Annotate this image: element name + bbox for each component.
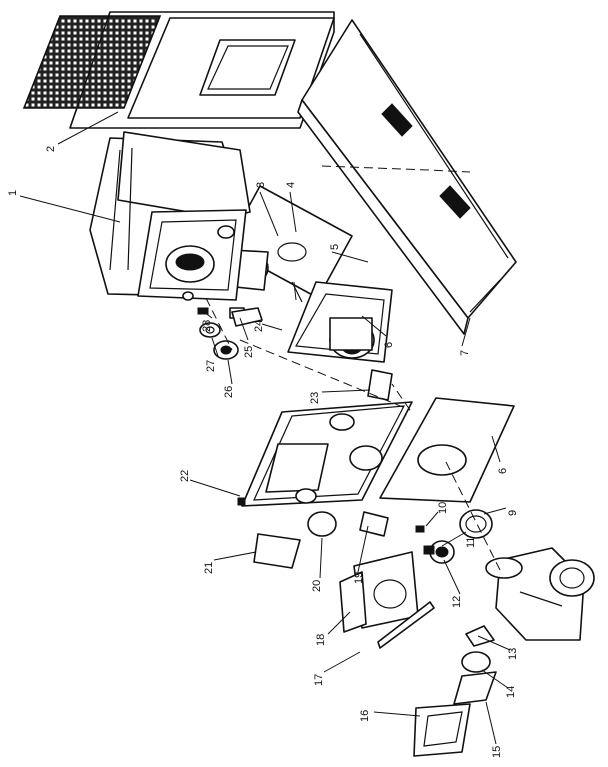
callout-10: 10 — [437, 502, 449, 514]
callout-6-upper: 6 — [383, 342, 395, 348]
callout-22: 22 — [179, 470, 191, 482]
callout-2: 2 — [45, 146, 57, 152]
callout-19: 19 — [353, 572, 365, 584]
callout-12: 12 — [451, 596, 463, 608]
callout-23: 23 — [309, 392, 321, 404]
filter-grille — [22, 15, 162, 109]
callout-13: 13 — [507, 648, 519, 660]
callout-3: 3 — [255, 182, 267, 188]
inducer-panel-part — [287, 281, 393, 363]
right-panel-part — [379, 397, 515, 503]
callout-20: 20 — [311, 580, 323, 592]
callout-16: 16 — [359, 710, 371, 722]
callout-7: 7 — [459, 350, 471, 356]
callout-18: 18 — [315, 634, 327, 646]
bracket-part — [367, 369, 393, 401]
callout-27: 27 — [205, 360, 217, 372]
callout-15: 15 — [491, 746, 503, 758]
small-parts — [253, 511, 389, 569]
callout-17: 17 — [313, 674, 325, 686]
callout-21: 21 — [203, 562, 215, 574]
flue-ring-parts — [415, 509, 493, 564]
cabinet-part — [89, 131, 251, 301]
callout-1: 1 — [7, 190, 19, 196]
control-box-parts — [413, 651, 497, 757]
blower-motor-part — [465, 547, 595, 647]
front-panel-part — [237, 401, 413, 507]
callout-6-lower: 6 — [497, 468, 509, 474]
callout-26: 26 — [223, 386, 235, 398]
callout-9: 9 — [507, 510, 519, 516]
callout-14: 14 — [505, 686, 517, 698]
callout-25: 25 — [243, 346, 255, 358]
callout-24: 24 — [253, 320, 265, 332]
top-panel-part — [22, 11, 335, 129]
rod-part — [291, 281, 303, 303]
callout-4: 4 — [285, 182, 297, 188]
callout-11: 11 — [465, 537, 477, 548]
callout-5: 5 — [329, 244, 341, 250]
callout-28: 28 — [201, 320, 213, 332]
spacer-part — [231, 307, 263, 327]
burner-box-parts — [339, 551, 435, 649]
